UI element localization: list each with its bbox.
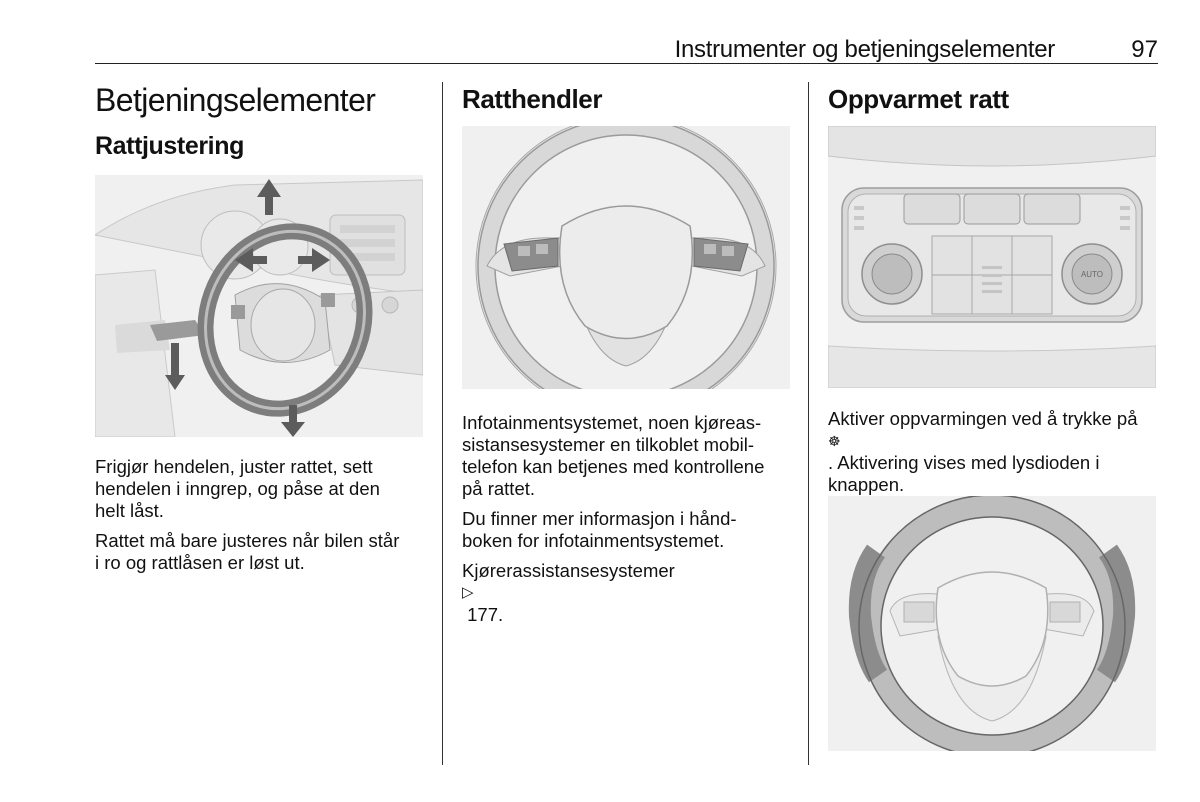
- para-line: på rattet.: [462, 478, 536, 499]
- para-line: knappen.: [828, 474, 905, 495]
- para-line: Rattet må bare justeres når bilen står: [95, 530, 400, 551]
- para-line: Frigjør hendelen, juster rattet, sett: [95, 456, 373, 477]
- paragraph-adjust-when-stationary: Rattet må bare justeres når bilen står i…: [95, 530, 399, 574]
- main-heading: Betjeningselementer: [95, 82, 376, 118]
- para-line: hendelen i inngrep, og påse at den: [95, 478, 380, 499]
- auto-label: AUTO: [1081, 270, 1103, 279]
- section-heading-ratthendler: Ratthendler: [462, 84, 603, 114]
- page-number: 97: [1131, 36, 1158, 63]
- page-reference-icon: ▷: [462, 584, 474, 601]
- section-heading-rattjustering: Rattjustering: [95, 132, 244, 160]
- para-line: i ro og rattlåsen er løst ut.: [95, 552, 305, 573]
- para-line: boken for infotainmentsystemet.: [462, 530, 725, 551]
- para-line: sistansesystemer en tilkoblet mobil-: [462, 434, 754, 455]
- paragraph-infotainment-controls: Infotainmentsystemet, noen kjøreas- sist…: [462, 412, 764, 500]
- steering-wheel-controls-illustration: [462, 126, 790, 389]
- column-divider-right: [808, 82, 809, 765]
- column-divider-left: [442, 82, 443, 765]
- climate-control-panel-illustration: AUTO: [828, 126, 1156, 388]
- page-reference-link[interactable]: 177.: [467, 604, 504, 625]
- paragraph-release-lever: Frigjør hendelen, juster rattet, sett he…: [95, 456, 380, 522]
- steering-adjustment-illustration: [95, 175, 423, 437]
- para-line: ☸ . Aktivering vises med lysdioden i: [828, 430, 1138, 474]
- paragraph-more-info: Du finner mer informasjon i hånd- boken …: [462, 508, 737, 552]
- para-fragment: . Aktivering vises med lysdioden i: [828, 452, 1100, 473]
- para-line: telefon kan betjenes med kontrollene: [462, 456, 765, 477]
- ref-text: Kjørerassistansesystemer: [462, 560, 675, 581]
- para-line: Aktiver oppvarmingen ved å trykke på: [828, 408, 1138, 429]
- section-heading-oppvarmet-ratt: Oppvarmet ratt: [828, 84, 1009, 114]
- para-line: Du finner mer informasjon i hånd-: [462, 508, 737, 529]
- heated-steering-wheel-icon: ☸: [828, 433, 841, 449]
- paragraph-driver-assistance-ref: Kjørerassistansesystemer ▷ 177.: [462, 560, 675, 626]
- para-line: Infotainmentsystemet, noen kjøreas-: [462, 412, 762, 433]
- paragraph-activate-heating: Aktiver oppvarmingen ved å trykke på ☸ . …: [828, 408, 1138, 496]
- para-line: helt låst.: [95, 500, 164, 521]
- heated-steering-wheel-illustration: [828, 496, 1156, 751]
- header-rule: [95, 63, 1158, 64]
- running-header-title: Instrumenter og betjeningselementer: [674, 36, 1056, 63]
